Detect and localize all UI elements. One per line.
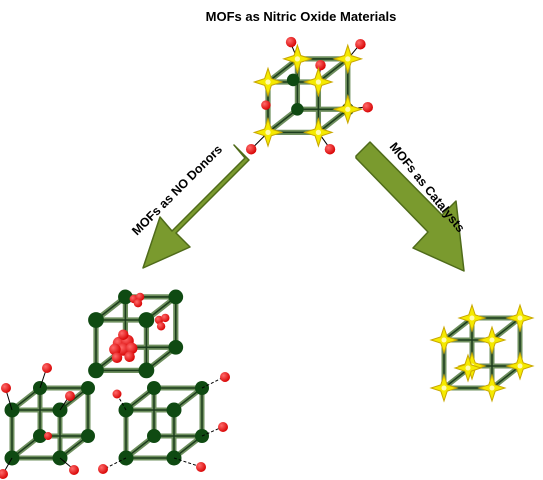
no-molecule-icon xyxy=(98,372,230,474)
no-molecule-icon xyxy=(109,292,170,364)
arrow-catalysts: MOFs as Catalysts xyxy=(355,140,468,272)
arrow-no-donors-label: MOFs as NO Donors xyxy=(129,142,225,238)
dashed-mof-cube-icon xyxy=(98,372,230,474)
no-molecule-icon xyxy=(245,36,373,155)
top-mof-cube-icon xyxy=(245,36,373,155)
diagram-title: MOFs as Nitric Oxide Materials xyxy=(206,9,397,24)
no-molecule-icon xyxy=(0,363,79,479)
coordinated-mof-cube-icon xyxy=(0,363,95,479)
catalyst-mof-cube-icon xyxy=(430,304,534,402)
arrow-no-donors: MOFs as NO Donors xyxy=(129,142,250,269)
loaded-mof-cube-icon xyxy=(88,289,184,379)
